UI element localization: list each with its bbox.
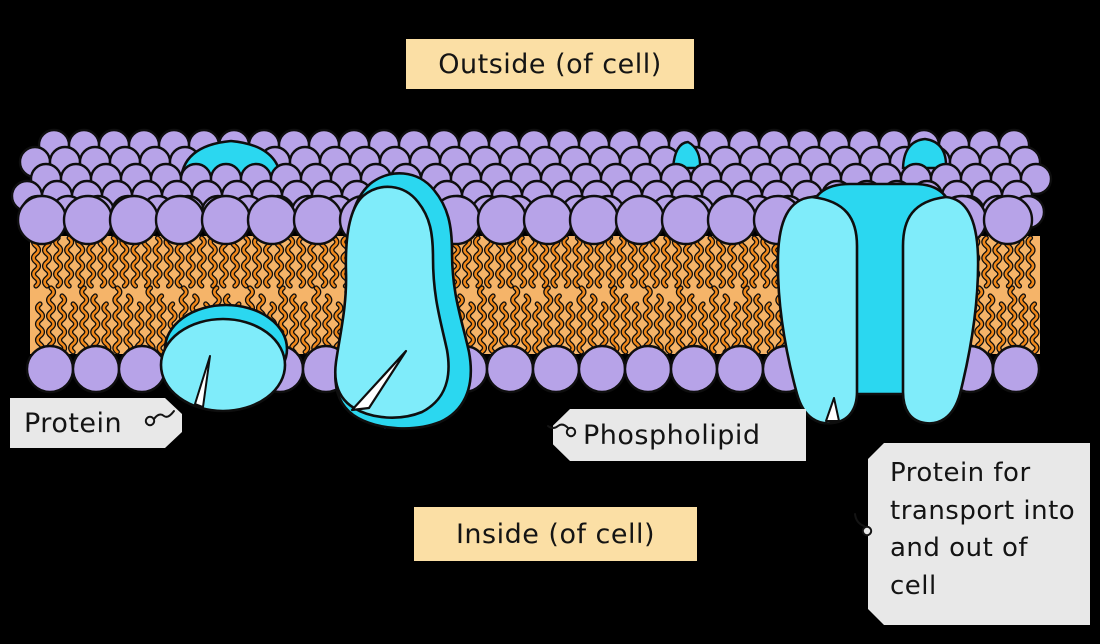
round-protein-crease bbox=[194, 355, 211, 408]
inside-of-cell-label: Inside (of cell) bbox=[414, 507, 697, 561]
phospholipid-head bbox=[577, 344, 627, 394]
tag-string-icon bbox=[854, 513, 873, 537]
tag-string-icon bbox=[144, 410, 175, 427]
transport-protein-label-box: Protein for transport into and out of ce… bbox=[868, 443, 1090, 625]
channel-protein-right-lobe bbox=[901, 195, 980, 425]
phospholipid-head bbox=[568, 194, 620, 246]
phospholipid-head bbox=[71, 344, 121, 394]
outside-of-cell-label: Outside (of cell) bbox=[406, 39, 694, 89]
surface-protein-dome-small bbox=[671, 140, 702, 170]
phospholipid-head bbox=[62, 194, 114, 246]
phospholipid-head bbox=[25, 344, 75, 394]
phospholipid-head bbox=[485, 344, 535, 394]
phospholipid-head bbox=[991, 344, 1041, 394]
phospholipid-head bbox=[200, 194, 252, 246]
phospholipid-head bbox=[476, 194, 528, 246]
phospholipid-head bbox=[154, 194, 206, 246]
phospholipid-head bbox=[108, 194, 160, 246]
phospholipid-head bbox=[292, 194, 344, 246]
channel-protein-crease bbox=[825, 397, 840, 422]
tag-string-icon bbox=[547, 423, 577, 438]
phospholipid-head bbox=[522, 194, 574, 246]
membrane-proteins bbox=[159, 172, 980, 430]
phospholipid-label-tag: Phospholipid bbox=[553, 409, 806, 461]
central-protein bbox=[333, 185, 450, 419]
phospholipid-head bbox=[246, 194, 298, 246]
surface-protein-dome-small bbox=[901, 137, 948, 170]
phospholipid-head bbox=[706, 194, 758, 246]
phospholipid-head bbox=[531, 344, 581, 394]
central-protein-crease bbox=[350, 349, 408, 412]
phospholipid-head bbox=[982, 194, 1034, 246]
round-protein bbox=[159, 317, 287, 413]
phospholipid-head bbox=[623, 344, 673, 394]
phospholipid-head bbox=[669, 344, 719, 394]
protein-label-tag: Protein bbox=[10, 398, 182, 448]
phospholipid-head bbox=[614, 194, 666, 246]
phospholipid-head bbox=[660, 194, 712, 246]
phospholipid-head bbox=[117, 344, 167, 394]
phospholipid-head bbox=[715, 344, 765, 394]
phospholipid-head bbox=[16, 194, 68, 246]
